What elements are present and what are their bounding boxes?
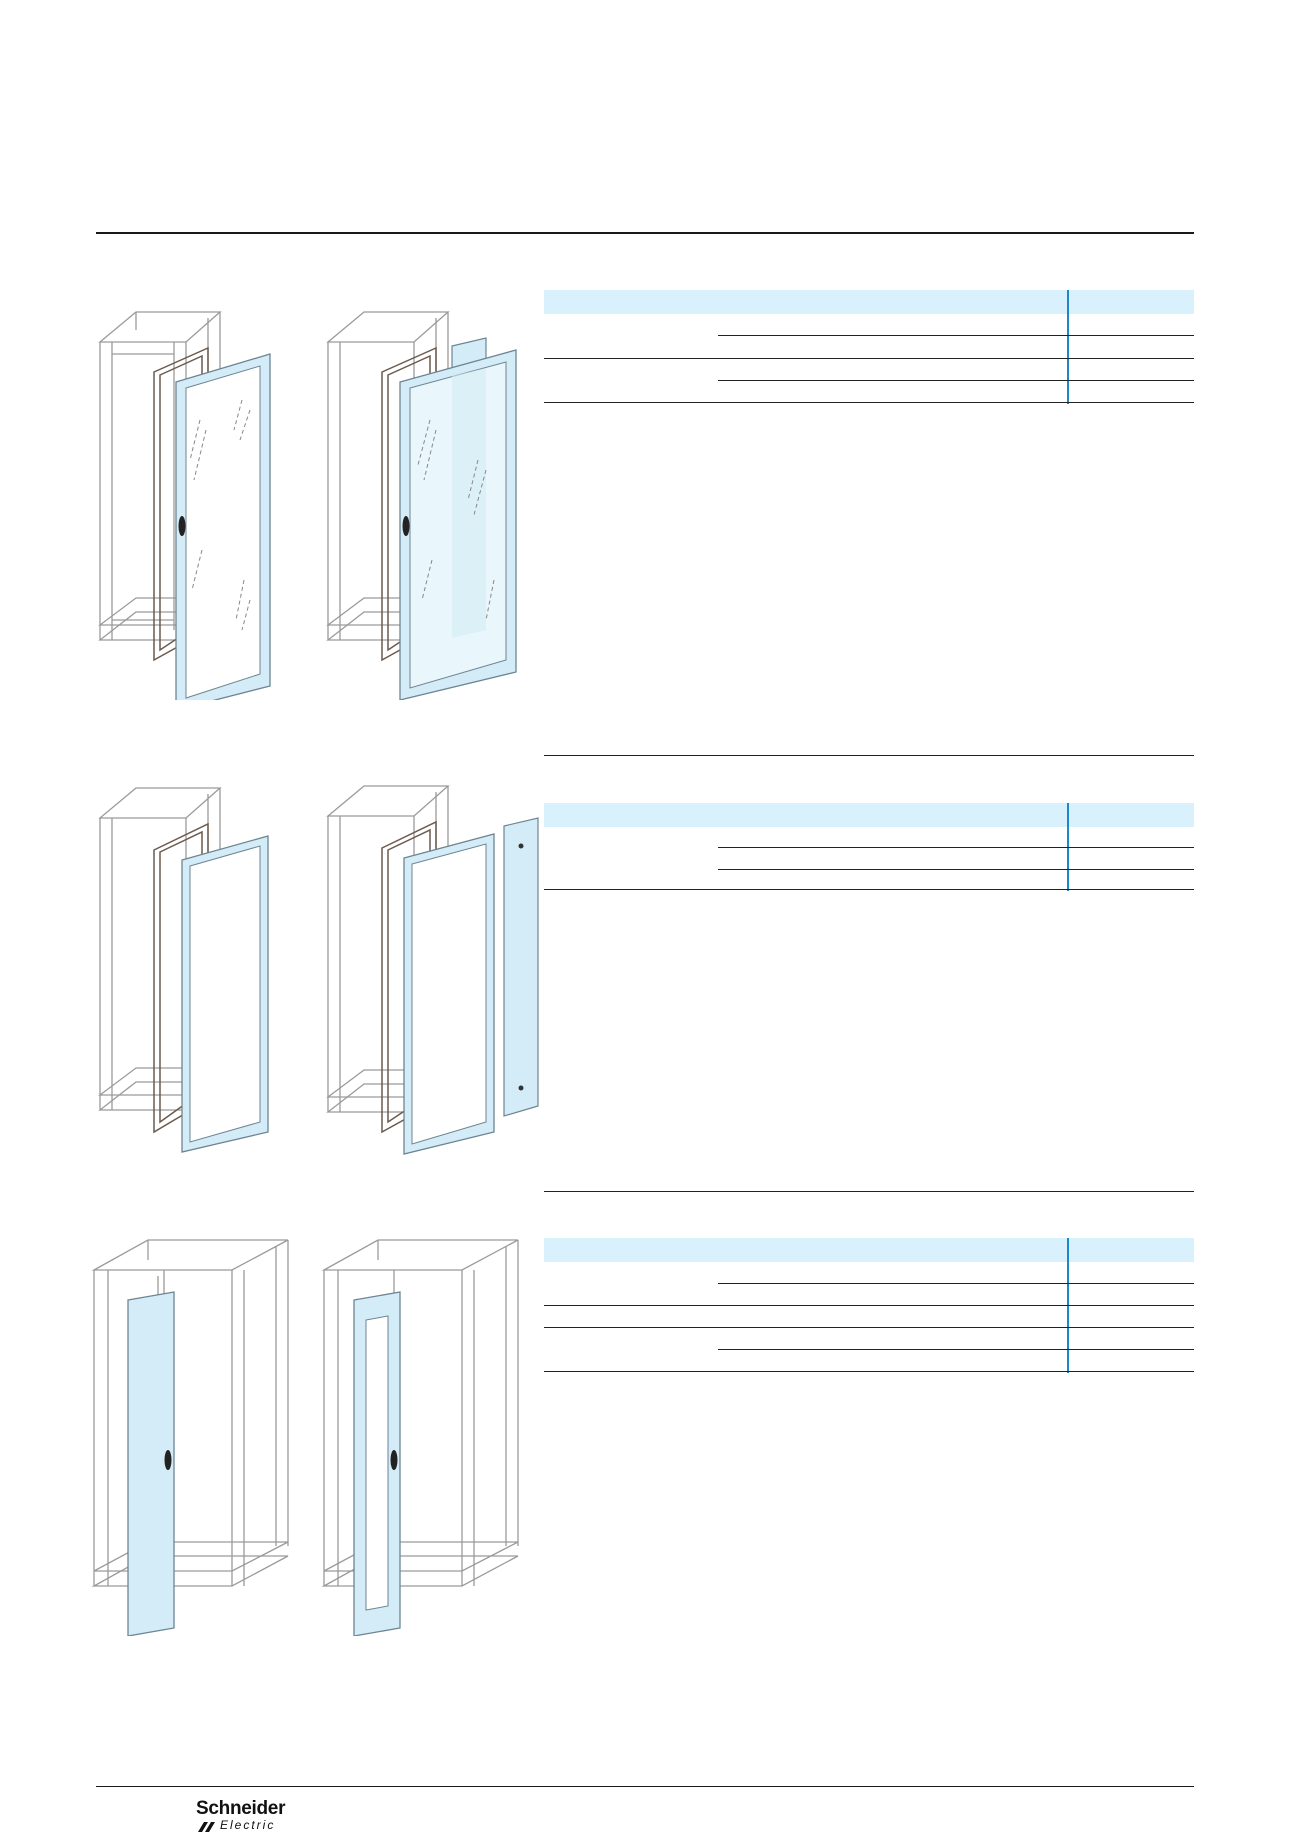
glazed-door-side-panel-icon <box>326 311 517 700</box>
table-row-rule <box>718 380 1194 381</box>
table-row-rule <box>544 889 1194 890</box>
bottom-rule <box>96 1786 1194 1787</box>
plain-door-icon <box>91 1239 289 1636</box>
product-table-2 <box>544 803 1194 891</box>
table-row-rule <box>544 1305 1194 1306</box>
table-row-rule <box>544 1371 1194 1372</box>
schneider-electric-logo: Schneider Electric <box>196 1798 286 1832</box>
glazed-door-frame-icon <box>98 311 271 700</box>
door-frame-icon <box>98 787 269 1153</box>
table-header-band <box>544 803 1194 827</box>
table-header-band <box>544 1238 1194 1262</box>
table-column-divider <box>1067 290 1069 404</box>
section-separator <box>544 1191 1194 1192</box>
table-header-band <box>544 290 1194 314</box>
brand-mark-icon <box>198 1822 215 1832</box>
table-row-rule <box>544 402 1194 403</box>
section-separator <box>544 755 1194 756</box>
table-row-rule <box>718 847 1194 848</box>
windowed-door-icon <box>321 1239 519 1636</box>
door-frame-side-panel-icon <box>326 785 539 1155</box>
table-row-rule <box>718 335 1194 336</box>
product-table-3 <box>544 1238 1194 1373</box>
table-row-rule <box>544 1327 1194 1328</box>
table-row-rule <box>544 358 1194 359</box>
top-rule <box>96 232 1194 234</box>
table-row-rule <box>718 1349 1194 1350</box>
brand-subname: Electric <box>220 1818 276 1832</box>
brand-name: Schneider <box>196 1798 286 1819</box>
product-table-1 <box>544 290 1194 404</box>
table-row-rule <box>718 1283 1194 1284</box>
table-row-rule <box>718 869 1194 870</box>
